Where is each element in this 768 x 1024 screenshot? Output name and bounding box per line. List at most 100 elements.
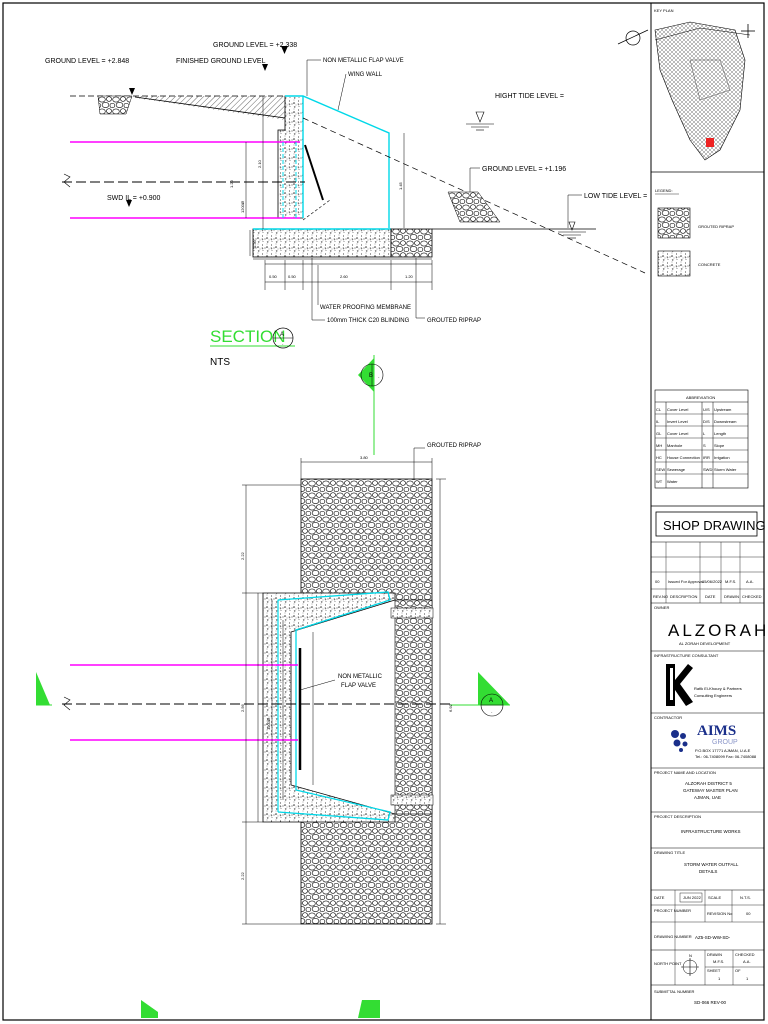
section-riprap-right bbox=[447, 191, 501, 223]
legend-title: LEGEND: bbox=[655, 188, 673, 193]
shop-drawing-stamp bbox=[655, 511, 758, 537]
abbreviation-cell: Water bbox=[667, 479, 678, 484]
scale-label: SCALE bbox=[708, 895, 721, 900]
marker-b-sheet: - bbox=[378, 374, 380, 379]
contractor-name: AIMS bbox=[697, 723, 736, 739]
submittal-value: SD-066 REV-00 bbox=[694, 1000, 727, 1005]
abbreviation-table bbox=[654, 389, 749, 489]
pipe-diameter-label-section: 1200Ø bbox=[240, 201, 245, 213]
sheet-label: SHEET bbox=[707, 968, 721, 973]
date-value: JUN 2022 bbox=[683, 895, 702, 900]
marker-a-letter: A bbox=[489, 698, 493, 704]
riprap-label-plan: GROUTED RIPRAP bbox=[427, 443, 481, 449]
drawn-label: DRAWN bbox=[707, 952, 722, 957]
blinding-label: 100mm THICK C20 BLINDING bbox=[327, 318, 410, 324]
section-riprap-apron bbox=[390, 228, 433, 258]
dim-bottom-1: 0.50 bbox=[269, 274, 278, 279]
consultant-name-2: Consulting Engineers bbox=[694, 693, 732, 698]
revision-no-value: 00 bbox=[746, 911, 751, 916]
abbreviation-cell: GL bbox=[656, 431, 662, 436]
riprap-label-section: GROUTED RIPRAP bbox=[427, 318, 481, 324]
section-scale: NTS bbox=[210, 357, 230, 368]
section-title: SECTION bbox=[210, 327, 286, 346]
abbreviation-cell: Storm Water bbox=[714, 467, 737, 472]
drawing-title-1: STORM WATER OUTFALL bbox=[684, 862, 739, 867]
abbreviation-cell: SWD bbox=[703, 467, 712, 472]
sheet-value: 1 bbox=[718, 976, 721, 981]
legend-riprap-swatch bbox=[657, 207, 691, 239]
dim-vertical-4: 1.45 bbox=[398, 181, 403, 190]
dim-bottom-2: 0.50 bbox=[288, 274, 297, 279]
owner-label: OWNER bbox=[654, 605, 669, 610]
drawing-number-label: DRAWING NUMBER bbox=[654, 934, 692, 939]
scale-value: N.T.S. bbox=[740, 895, 751, 900]
abbreviation-cell: Cover Level bbox=[667, 431, 688, 436]
description-text: INFRASTRUCTURE WORKS bbox=[681, 829, 741, 834]
rev-header-description: DESCRIPTION bbox=[670, 594, 697, 599]
abbreviation-cell: L bbox=[703, 431, 706, 436]
north-point-label: NORTH POINT bbox=[654, 961, 682, 966]
abbreviation-cell: Irrigation bbox=[714, 455, 730, 460]
abbreviation-cell: S bbox=[703, 443, 706, 448]
project-name-1: ALZORAH DISTRICT 5 bbox=[685, 781, 732, 786]
abbreviation-cell: SEW bbox=[656, 467, 665, 472]
abbreviation-cell: WT bbox=[656, 479, 663, 484]
dim-left-plan-1: 2.22 bbox=[240, 551, 245, 560]
revision-table bbox=[651, 541, 764, 604]
abbreviation-title: ABBREVIATION bbox=[686, 395, 715, 400]
drawing-title-2: DETAILS bbox=[699, 869, 717, 874]
dim-bottom-3: 2.60 bbox=[340, 274, 349, 279]
rev-header-date: DATE bbox=[705, 594, 716, 599]
rev-row-checked: A.A. bbox=[746, 579, 754, 584]
abbreviation-cell: Cover Level bbox=[667, 407, 688, 412]
abbreviation-cell: D/S bbox=[703, 419, 710, 424]
abbreviation-cell: CL bbox=[656, 407, 662, 412]
revision-no-label: REVISION No bbox=[707, 911, 733, 916]
ground-level-top-label: GROUND LEVEL = +2.338 bbox=[213, 42, 297, 49]
high-tide-label: HIGHT TIDE LEVEL = bbox=[495, 93, 564, 100]
rev-row-drawn: M.F.S. bbox=[725, 579, 736, 584]
shop-drawing-text: SHOP DRAWING bbox=[663, 518, 766, 533]
legend-concrete-swatch bbox=[657, 250, 691, 277]
plan-headwall bbox=[262, 592, 396, 823]
rev-row-date: 15/06/2022 bbox=[702, 579, 723, 584]
abbreviation-cell: Manhole bbox=[667, 443, 683, 448]
dim-left-plan-3: 2.22 bbox=[240, 871, 245, 880]
consultant-name-1: Rafik El-Khoury & Partners bbox=[694, 686, 742, 691]
contractor-contact-2: Tel.: 06-7408099 Fax: 06-7408088 bbox=[695, 754, 757, 759]
section-callout-sheet: - bbox=[282, 341, 284, 346]
abbreviation-cell: House Connection bbox=[667, 455, 700, 460]
abbreviation-cell: Length bbox=[714, 431, 726, 436]
rev-header-no: REV.NO bbox=[653, 594, 668, 599]
of-label: OF bbox=[735, 968, 741, 973]
abbreviation-cell: Sewerage bbox=[667, 467, 686, 472]
abbreviation-cell: IL bbox=[656, 419, 660, 424]
section-a-drawing bbox=[62, 29, 649, 321]
flap-valve-label-plan-2: FLAP VALVE bbox=[341, 683, 376, 689]
legend-concrete-label: CONCRETE bbox=[698, 262, 721, 267]
dim-vertical-2: 1.20 bbox=[229, 179, 234, 188]
owner-sub: AL ZORAH DEVELOPMENT bbox=[679, 641, 731, 646]
dim-vertical-3: 0.30 bbox=[252, 239, 257, 248]
marker-b-letter: B bbox=[369, 373, 373, 379]
project-number-label: PROJECT NUMBER bbox=[654, 908, 691, 913]
checked-label: CHECKED bbox=[735, 952, 755, 957]
submittal-label: SUBMITTAL NUMBER bbox=[654, 989, 695, 994]
membrane-label: WATER PROOFING MEMBRANE bbox=[320, 305, 411, 311]
description-label: PROJECT DESCRIPTION bbox=[654, 814, 701, 819]
project-name-3: AJMAN, UAE bbox=[694, 795, 721, 800]
consultant-logo bbox=[666, 664, 693, 706]
ground-level-left-label: GROUND LEVEL = +2.848 bbox=[45, 58, 129, 65]
section-callout-letter: A bbox=[280, 332, 284, 338]
drawing-title-label: DRAWING TITLE bbox=[654, 850, 685, 855]
dim-top-plan: 3.80 bbox=[360, 455, 369, 460]
contractor-contact-1: P.O.BOX 17771 AJMAN, U.A.E bbox=[695, 748, 751, 753]
wing-wall-label: WING WALL bbox=[348, 72, 383, 78]
rev-header-drawn: DRAWN bbox=[724, 594, 739, 599]
dim-vertical-1: 2.10 bbox=[257, 159, 262, 168]
abbreviation-cell: MH bbox=[656, 443, 662, 448]
swd-il-label: SWD IL = +0.900 bbox=[107, 195, 161, 202]
ground-level-right-label: GROUND LEVEL = +1.196 bbox=[482, 166, 566, 173]
